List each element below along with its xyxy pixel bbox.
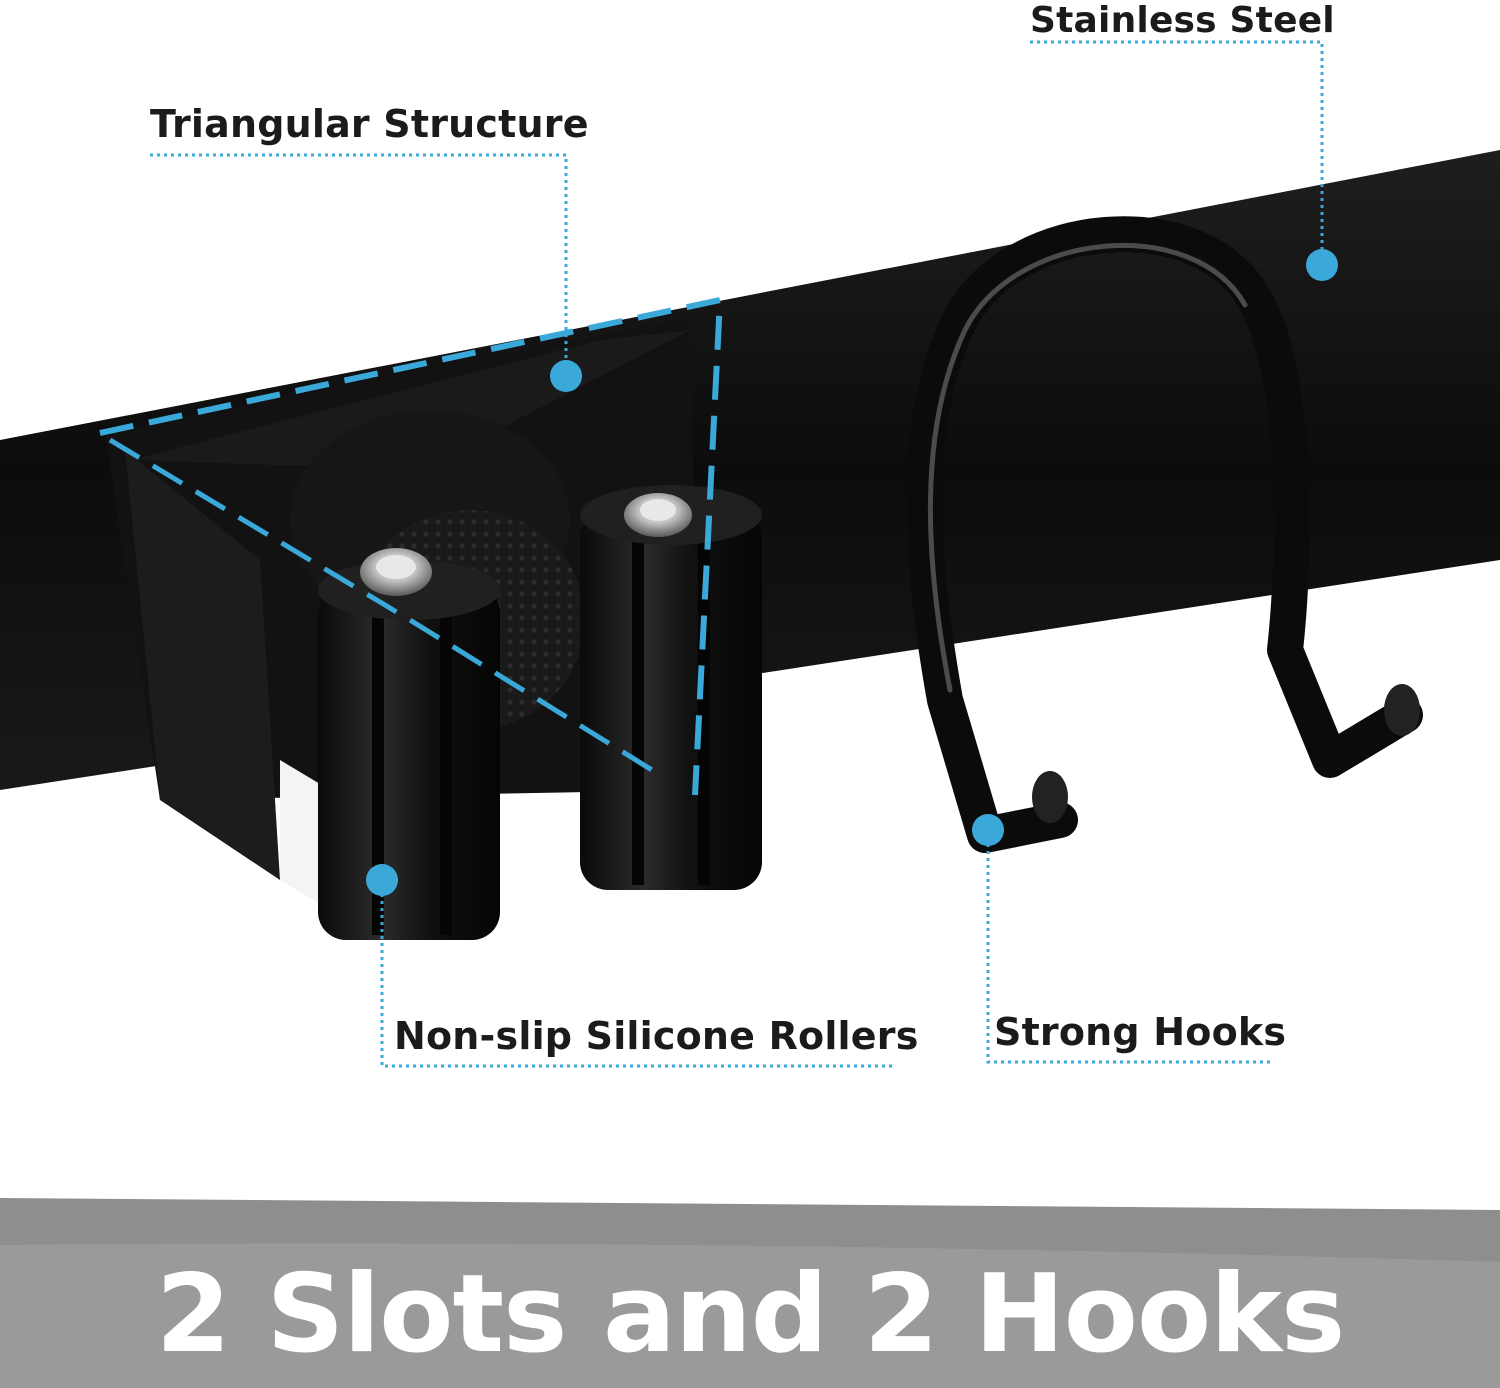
triangular-structure-dot	[550, 360, 582, 392]
stainless-steel-label: Stainless Steel	[1030, 0, 1335, 41]
rollers-label: Non-slip Silicone Rollers	[394, 1014, 919, 1058]
hooks-dot	[972, 814, 1004, 846]
mop-clip	[105, 318, 762, 940]
triangular-structure-label: Triangular Structure	[150, 102, 589, 146]
right-roller	[580, 485, 762, 890]
triangle-inner-dashes	[108, 437, 662, 778]
headline-text: 2 Slots and 2 Hooks	[155, 1252, 1346, 1377]
triangle-outline	[99, 296, 724, 796]
stainless-steel-dot	[1306, 249, 1338, 281]
rollers-dot	[366, 864, 398, 896]
hook	[906, 216, 1423, 853]
hooks-label: Strong Hooks	[994, 1010, 1287, 1054]
callout-lines	[150, 40, 1324, 1068]
left-roller	[318, 548, 500, 940]
